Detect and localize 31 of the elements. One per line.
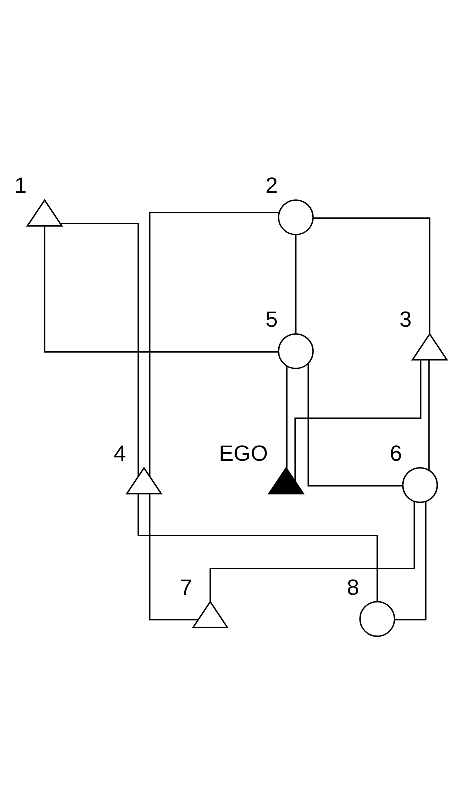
connector <box>44 226 279 353</box>
node-triangle <box>268 466 305 495</box>
node-triangle <box>192 600 230 629</box>
connector <box>295 235 297 334</box>
connector <box>294 360 422 482</box>
node-label: 7 <box>180 574 192 600</box>
node-circle <box>360 601 396 638</box>
node-triangle <box>411 333 448 361</box>
connector <box>314 218 431 334</box>
connector <box>210 502 416 602</box>
connector <box>149 494 198 621</box>
node-label: 2 <box>266 173 278 198</box>
node-circle <box>278 334 314 370</box>
node-circle <box>402 467 438 504</box>
node-label: 1 <box>14 173 27 198</box>
node-label: EGO <box>219 440 268 466</box>
node-label: 6 <box>390 440 402 466</box>
connector <box>138 494 378 602</box>
connector <box>286 366 288 469</box>
node-label: 8 <box>347 574 360 600</box>
node-circle <box>278 200 314 236</box>
connector <box>60 223 140 477</box>
node-label: 3 <box>400 307 412 332</box>
node-triangle <box>26 199 64 227</box>
connector <box>395 502 427 621</box>
connector <box>428 360 430 470</box>
node-label: 5 <box>266 307 278 332</box>
node-triangle <box>126 466 163 495</box>
connector <box>149 212 280 476</box>
connector <box>308 364 403 487</box>
node-label: 4 <box>114 440 126 466</box>
